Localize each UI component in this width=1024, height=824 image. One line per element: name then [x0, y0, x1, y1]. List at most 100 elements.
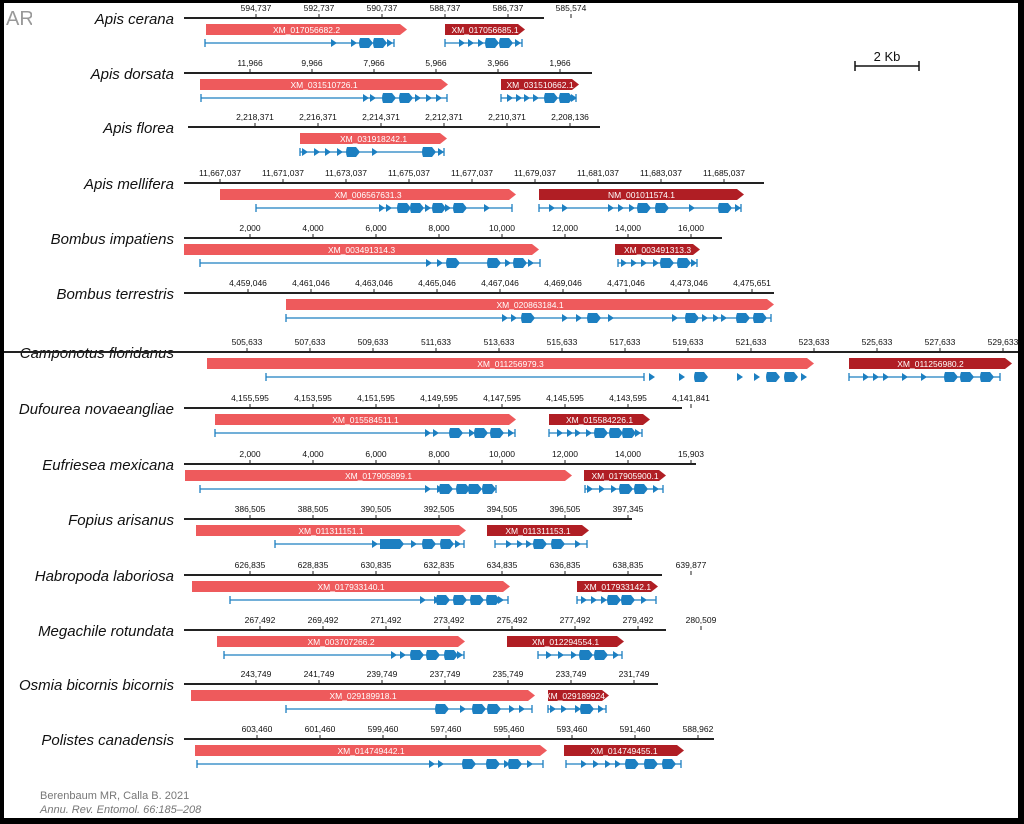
- exon-marker: [511, 314, 517, 322]
- exon-block: [621, 595, 635, 605]
- axis-tick-label: 513,633: [484, 337, 515, 347]
- exon-block: [637, 203, 651, 213]
- axis-tick-label: 639,877: [676, 560, 707, 570]
- exon-block: [439, 484, 453, 494]
- exon-block: [373, 38, 387, 48]
- exon-marker: [713, 314, 719, 322]
- exon-block: [486, 595, 500, 605]
- axis-tick-label: 597,460: [431, 724, 462, 734]
- gene-model-arrow: [215, 414, 516, 425]
- axis-tick-label: 4,465,046: [418, 278, 456, 288]
- exon-marker: [586, 429, 592, 437]
- axis-tick-label: 10,000: [489, 449, 515, 459]
- axis-tick-label: 4,463,046: [355, 278, 393, 288]
- exon-marker: [363, 94, 369, 102]
- exon-marker: [411, 540, 417, 548]
- species-label: Dufourea novaeangliae: [19, 401, 174, 418]
- gene-accession-label: XM_003491314.3: [328, 245, 395, 255]
- axis-tick-label: 7,966: [363, 58, 385, 68]
- exon-marker: [549, 204, 555, 212]
- exon-marker: [558, 651, 564, 659]
- axis-tick-label: 11,675,037: [388, 168, 430, 178]
- exon-block: [346, 147, 360, 157]
- axis-tick-label: 280,509: [686, 615, 717, 625]
- exon-marker: [601, 596, 607, 604]
- exon-marker: [425, 429, 431, 437]
- exon-marker: [567, 429, 573, 437]
- exon-block: [380, 539, 404, 549]
- gene-accession-label: XM_020863184.1: [496, 300, 563, 310]
- axis-tick-label: 14,000: [615, 223, 641, 233]
- exon-block: [397, 203, 411, 213]
- exon-block: [753, 313, 767, 323]
- exon-marker: [611, 485, 617, 493]
- exon-marker: [484, 204, 490, 212]
- exon-marker: [386, 204, 392, 212]
- exon-block: [622, 428, 636, 438]
- exon-block: [944, 372, 958, 382]
- gene-model-arrow: [849, 358, 1012, 369]
- exon-marker: [581, 760, 587, 768]
- exon-block: [499, 38, 513, 48]
- exon-marker: [517, 540, 523, 548]
- axis-tick-label: 5,966: [425, 58, 447, 68]
- exon-block: [677, 258, 691, 268]
- exon-marker: [801, 373, 807, 381]
- axis-tick-label: 4,475,651: [733, 278, 771, 288]
- axis-tick-label: 4,147,595: [483, 393, 521, 403]
- axis-tick-label: 594,737: [241, 3, 272, 13]
- axis-tick-label: 390,505: [361, 504, 392, 514]
- exon-marker: [507, 94, 513, 102]
- axis-tick-label: 511,633: [421, 337, 451, 347]
- exon-marker: [526, 540, 532, 548]
- gene-model-arrow: [615, 244, 700, 255]
- exon-marker: [436, 94, 442, 102]
- exon-marker: [613, 651, 619, 659]
- axis-tick-label: 517,633: [610, 337, 641, 347]
- species-label: Fopius arisanus: [68, 512, 174, 529]
- exon-marker: [679, 373, 685, 381]
- exon-marker: [608, 204, 614, 212]
- axis-tick-label: 241,749: [304, 669, 335, 679]
- exon-marker: [505, 259, 511, 267]
- exon-marker: [437, 259, 443, 267]
- exon-marker: [546, 651, 552, 659]
- species-label: Camponotus floridanus: [20, 345, 175, 362]
- exon-marker: [635, 429, 641, 437]
- gene-model-arrow: [445, 24, 525, 35]
- exon-marker: [302, 148, 308, 156]
- axis-tick-label: 593,460: [557, 724, 588, 734]
- exon-marker: [372, 148, 378, 156]
- exon-marker: [653, 485, 659, 493]
- axis-tick-label: 16,000: [678, 223, 704, 233]
- exon-marker: [457, 651, 463, 659]
- exon-block: [736, 313, 750, 323]
- axis-tick-label: 4,143,595: [609, 393, 647, 403]
- exon-marker: [460, 705, 466, 713]
- scale-bar-label: 2 Kb: [874, 49, 901, 64]
- exon-block: [422, 539, 436, 549]
- species-label: Bombus terrestris: [56, 286, 174, 303]
- axis-tick-label: 603,460: [242, 724, 273, 734]
- axis-tick-label: 599,460: [368, 724, 399, 734]
- exon-marker: [527, 760, 533, 768]
- exon-marker: [581, 596, 587, 604]
- exon-block: [694, 372, 708, 382]
- axis-tick-label: 630,835: [361, 560, 392, 570]
- gene-model-arrow: [549, 414, 650, 425]
- exon-marker: [445, 204, 451, 212]
- exon-marker: [429, 760, 435, 768]
- exon-block: [685, 313, 699, 323]
- exon-marker: [649, 373, 655, 381]
- exon-marker: [576, 314, 582, 322]
- axis-tick-label: 4,149,595: [420, 393, 458, 403]
- axis-tick-label: 2,000: [239, 223, 261, 233]
- axis-tick-label: 11,677,037: [451, 168, 493, 178]
- gene-accession-label: XM_015584226.1: [566, 415, 633, 425]
- exon-block: [482, 484, 496, 494]
- exon-marker: [425, 204, 431, 212]
- gene-accession-label: XM_011256980.2: [897, 359, 964, 369]
- exon-marker: [641, 596, 647, 604]
- exon-marker: [737, 373, 743, 381]
